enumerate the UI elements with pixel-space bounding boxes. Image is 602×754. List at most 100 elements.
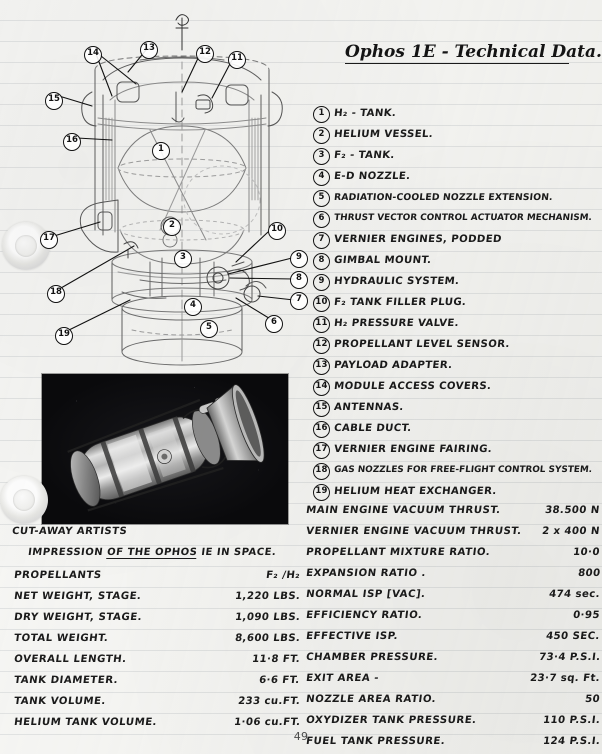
key-number: 9 bbox=[313, 274, 330, 291]
spec-label: EFFICIENCY RATIO. bbox=[305, 610, 423, 621]
spec-value: 110 P.S.I. bbox=[542, 715, 601, 726]
key-label: F₂ - TANK. bbox=[333, 150, 396, 161]
list-item: 7 VERNIER ENGINES, PODDED bbox=[313, 229, 602, 250]
spec-label: TANK DIAMETER. bbox=[13, 675, 119, 686]
spec-value: 11·8 FT. bbox=[251, 654, 301, 665]
list-item: 10 F₂ TANK FILLER PLUG. bbox=[313, 292, 602, 313]
spec-value: 6·6 FT. bbox=[258, 675, 301, 686]
page-title: Ophos 1E - Technical Data. bbox=[345, 42, 602, 62]
cutaway-artists-impression-photo bbox=[42, 374, 288, 524]
spec-label: OXYDIZER TANK PRESSURE. bbox=[305, 715, 478, 726]
key-number: 10 bbox=[313, 295, 330, 312]
spec-label: NOZZLE AREA RATIO. bbox=[305, 694, 437, 705]
key-number: 5 bbox=[313, 190, 330, 207]
callout-16: 16 bbox=[63, 133, 81, 151]
spec-value: 0·95 bbox=[572, 610, 601, 621]
table-row: OXYDIZER TANK PRESSURE. 110 P.S.I. bbox=[305, 710, 601, 731]
key-label: GIMBAL MOUNT. bbox=[333, 255, 432, 266]
key-number: 6 bbox=[313, 211, 330, 228]
callout-10: 10 bbox=[268, 222, 286, 240]
table-row: NOZZLE AREA RATIO. 50 bbox=[305, 689, 601, 710]
key-number: 7 bbox=[313, 232, 330, 249]
callout-2: 2 bbox=[163, 218, 181, 236]
key-label: MODULE ACCESS COVERS. bbox=[333, 381, 492, 392]
list-item: 2 HELIUM VESSEL. bbox=[313, 124, 602, 145]
key-number: 19 bbox=[313, 484, 330, 501]
callout-12: 12 bbox=[196, 45, 214, 63]
key-label: H₂ - TANK. bbox=[333, 108, 397, 119]
spec-value: 73·4 P.S.I. bbox=[537, 652, 601, 663]
table-row: PROPELLANTS F₂ /H₂ bbox=[10, 565, 300, 586]
table-row: NET WEIGHT, STAGE. 1,220 LBS. bbox=[10, 586, 300, 607]
callout-8: 8 bbox=[290, 271, 308, 289]
key-number: 8 bbox=[313, 253, 330, 270]
callout-19: 19 bbox=[55, 327, 73, 345]
spec-label: TOTAL WEIGHT. bbox=[13, 633, 110, 644]
callout-9: 9 bbox=[290, 250, 308, 268]
key-number: 11 bbox=[313, 316, 330, 333]
title-underline bbox=[345, 63, 569, 64]
table-row: DRY WEIGHT, STAGE. 1,090 LBS. bbox=[10, 607, 300, 628]
spec-label: PROPELLANTS bbox=[13, 570, 103, 581]
component-key-list: 1 H₂ - TANK. 2 HELIUM VESSEL. 3 F₂ - TAN… bbox=[313, 103, 602, 502]
list-item: 16 CABLE DUCT. bbox=[313, 418, 602, 439]
list-item: 3 F₂ - TANK. bbox=[313, 145, 602, 166]
key-number: 4 bbox=[313, 169, 330, 186]
stage-specifications-table: PROPELLANTS F₂ /H₂ NET WEIGHT, STAGE. 1,… bbox=[10, 565, 300, 733]
spec-label: VERNIER ENGINE VACUUM THRUST. bbox=[305, 526, 523, 537]
spec-label: NORMAL ISP [VAC]. bbox=[305, 589, 427, 600]
caption-line-2-pre: IMPRESSION bbox=[27, 547, 108, 558]
callout-15: 15 bbox=[45, 92, 63, 110]
key-number: 15 bbox=[313, 400, 330, 417]
key-number: 14 bbox=[313, 379, 330, 396]
table-row: TANK VOLUME. 233 cu.FT. bbox=[10, 691, 300, 712]
spec-label: TANK VOLUME. bbox=[13, 696, 107, 707]
key-label: CABLE DUCT. bbox=[333, 423, 413, 434]
spec-label: EFFECTIVE ISP. bbox=[305, 631, 399, 642]
list-item: 9 HYDRAULIC SYSTEM. bbox=[313, 271, 602, 292]
table-row: NORMAL ISP [VAC]. 474 sec. bbox=[305, 584, 600, 605]
key-label: H₂ PRESSURE VALVE. bbox=[333, 318, 460, 329]
key-number: 1 bbox=[313, 106, 330, 123]
spec-value: F₂ /H₂ bbox=[265, 570, 301, 581]
photo-spacecraft-render bbox=[67, 384, 265, 512]
callout-4: 4 bbox=[184, 298, 202, 316]
list-item: 19 HELIUM HEAT EXCHANGER. bbox=[313, 481, 602, 502]
list-item: 13 PAYLOAD ADAPTER. bbox=[313, 355, 602, 376]
spec-label: DRY WEIGHT, STAGE. bbox=[13, 612, 143, 623]
key-number: 2 bbox=[313, 127, 330, 144]
list-item: 5 RADIATION-COOLED NOZZLE EXTENSION. bbox=[313, 187, 602, 208]
spec-value: 800 bbox=[576, 568, 601, 579]
table-row: CHAMBER PRESSURE. 73·4 P.S.I. bbox=[305, 647, 601, 668]
table-row: PROPELLANT MIXTURE RATIO. 10·0 bbox=[305, 542, 601, 563]
page-title-block: Ophos 1E - Technical Data. bbox=[345, 42, 602, 64]
key-label: VERNIER ENGINE FAIRING. bbox=[333, 444, 493, 455]
photo-caption: CUT-AWAY ARTISTS IMPRESSION OF THE OPHOS… bbox=[11, 521, 306, 563]
caption-line-2: IMPRESSION OF THE OPHOS IE IN SPACE. bbox=[11, 542, 306, 563]
spec-value: 233 cu.FT. bbox=[237, 696, 301, 707]
spec-value: 50 bbox=[584, 694, 601, 705]
spec-label: PROPELLANT MIXTURE RATIO. bbox=[305, 547, 491, 558]
list-item: 18 GAS NOZZLES FOR FREE-FLIGHT CONTROL S… bbox=[313, 460, 602, 481]
list-item: 4 E-D NOZZLE. bbox=[313, 166, 602, 187]
callout-18: 18 bbox=[47, 285, 65, 303]
callout-17: 17 bbox=[40, 231, 58, 249]
table-row: TOTAL WEIGHT. 8,600 LBS. bbox=[10, 628, 300, 649]
callout-11: 11 bbox=[228, 51, 246, 69]
table-row: EFFICIENCY RATIO. 0·95 bbox=[305, 605, 601, 626]
caption-line-1: CUT-AWAY ARTISTS bbox=[11, 526, 128, 537]
spec-label: EXPANSION RATIO . bbox=[305, 568, 427, 579]
callout-13: 13 bbox=[140, 41, 158, 59]
list-item: 8 GIMBAL MOUNT. bbox=[313, 250, 602, 271]
key-number: 16 bbox=[313, 421, 330, 438]
key-label: HELIUM HEAT EXCHANGER. bbox=[333, 486, 498, 497]
table-row: EXPANSION RATIO . 800 bbox=[305, 563, 601, 584]
spec-value: 10·0 bbox=[572, 547, 601, 558]
spec-label: EXIT AREA - bbox=[305, 673, 380, 684]
spec-label: MAIN ENGINE VACUUM THRUST. bbox=[305, 505, 502, 516]
key-label: HELIUM VESSEL. bbox=[333, 129, 434, 140]
table-row: OVERALL LENGTH. 11·8 FT. bbox=[10, 649, 300, 670]
key-label: GAS NOZZLES FOR FREE-FLIGHT CONTROL SYST… bbox=[333, 465, 593, 475]
callout-3: 3 bbox=[174, 250, 192, 268]
